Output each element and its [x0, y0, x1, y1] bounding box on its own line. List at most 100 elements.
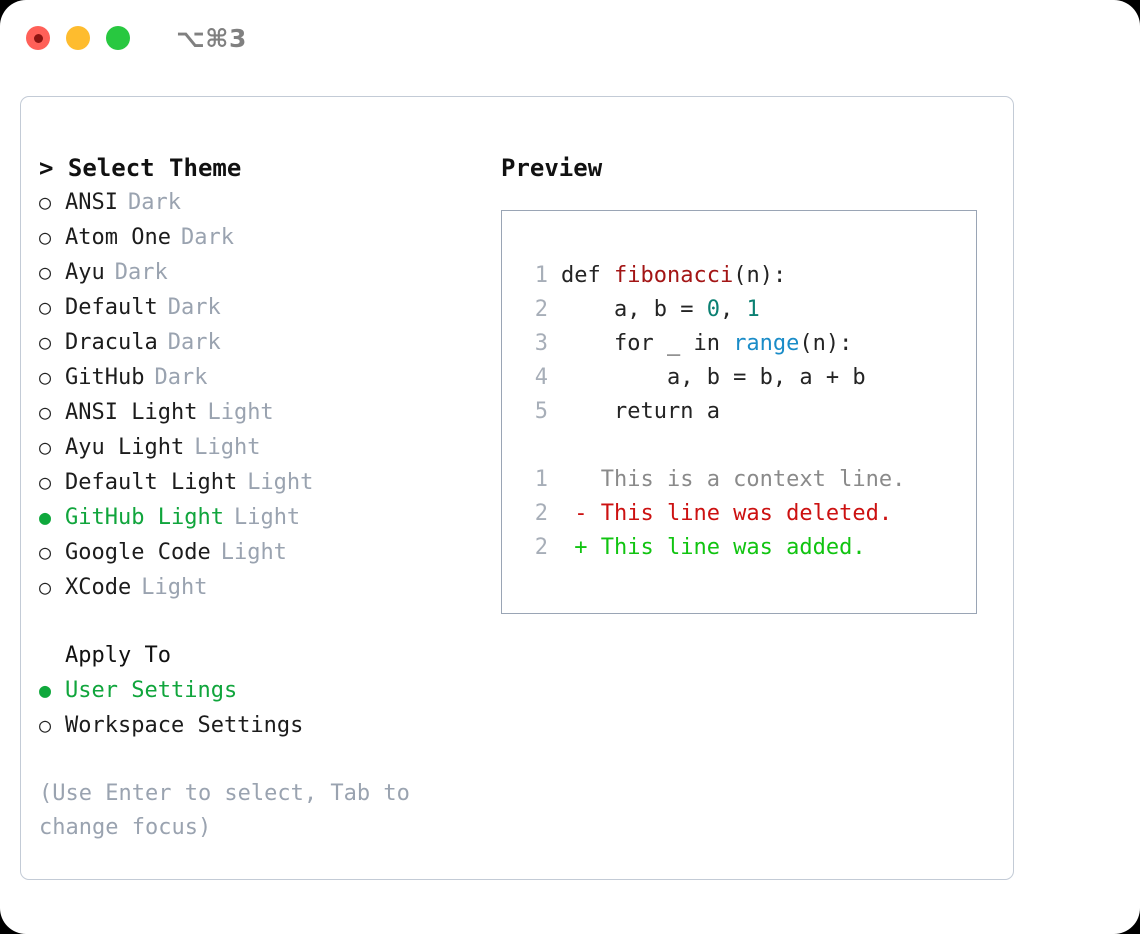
traffic-lights	[26, 26, 130, 50]
theme-list-item[interactable]: ● GitHub Light Light	[39, 500, 479, 535]
theme-name: GitHub Light	[65, 505, 224, 530]
theme-list-item[interactable]: ○ Ayu Dark	[39, 255, 479, 290]
radio-unselected-icon[interactable]: ○	[39, 225, 52, 249]
theme-list-item[interactable]: ○ ANSI Light Light	[39, 395, 479, 430]
apply-to-list[interactable]: ● User Settings ○Workspace Settings	[39, 673, 479, 743]
theme-variant-tag: Dark	[180, 225, 234, 250]
theme-variant-tag: Light	[220, 540, 287, 565]
theme-list-item[interactable]: ○ GitHub Dark	[39, 360, 479, 395]
code-token: a, b = b, a + b	[561, 365, 866, 390]
theme-name: ANSI Light	[65, 400, 198, 425]
radio-unselected-icon[interactable]: ○	[39, 295, 52, 319]
line-number: 5	[534, 399, 548, 424]
theme-name: ANSI	[65, 190, 118, 215]
theme-list-item[interactable]: ○ Atom One Dark	[39, 220, 479, 255]
theme-variant-tag: Dark	[154, 365, 208, 390]
code-token: for _ in	[561, 331, 734, 356]
code-line: 4 a, b = b, a + b	[522, 361, 976, 395]
theme-variant-tag: Light	[233, 505, 301, 530]
code-token: def	[561, 263, 614, 288]
diff-line: 1 This is a context line.	[522, 463, 976, 497]
theme-name: Ayu	[65, 260, 105, 285]
radio-selected-icon[interactable]: ●	[39, 505, 52, 529]
radio-unselected-icon[interactable]: ○	[39, 260, 52, 284]
theme-variant-tag: Light	[141, 575, 208, 600]
line-number: 1	[534, 467, 548, 492]
theme-variant-tag: Dark	[167, 330, 221, 355]
diff-line: 2 + This line was added.	[522, 531, 976, 565]
keyboard-shortcut-label: ⌥⌘3	[176, 23, 247, 53]
theme-variant-tag: Light	[207, 400, 274, 425]
theme-list-item[interactable]: ○ Default Dark	[39, 290, 479, 325]
theme-variant-tag: Dark	[167, 295, 221, 320]
radio-unselected-icon[interactable]: ○	[39, 435, 52, 459]
title-bar: ⌥⌘3	[0, 0, 1140, 76]
theme-name: Ayu Light	[65, 435, 185, 460]
radio-unselected-icon[interactable]: ○	[39, 470, 52, 494]
minimize-icon[interactable]	[66, 26, 90, 50]
code-token: fibonacci	[613, 263, 734, 288]
diff-sample: 1 This is a context line. 2 - This line w…	[522, 463, 976, 565]
theme-name: Atom One	[65, 225, 171, 250]
radio-unselected-icon[interactable]: ○	[39, 540, 52, 564]
line-number: 1	[534, 263, 548, 288]
theme-variant-tag: Dark	[114, 260, 168, 285]
theme-name: Dracula	[65, 330, 158, 355]
theme-name: Default Light	[65, 470, 238, 495]
theme-variant-tag: Dark	[127, 190, 181, 215]
code-token: (n):	[733, 263, 787, 288]
radio-unselected-icon[interactable]: ○	[39, 713, 52, 737]
theme-list-item[interactable]: ○ ANSI Dark	[39, 185, 479, 220]
apply-to-label: User Settings	[65, 678, 238, 703]
code-line: 3 for _ in range(n):	[522, 327, 976, 361]
code-diff-gap	[522, 429, 976, 463]
apply-to-title: Apply To	[65, 643, 171, 668]
line-number: 4	[534, 365, 548, 390]
code-token: - This line was deleted.	[561, 501, 893, 526]
radio-unselected-icon[interactable]: ○	[39, 575, 52, 599]
radio-unselected-icon[interactable]: ○	[39, 365, 52, 389]
code-token: 0	[706, 297, 720, 322]
list-spacer	[39, 605, 479, 639]
apply-to-item[interactable]: ● User Settings	[39, 673, 479, 708]
code-token: range	[733, 331, 800, 356]
line-number: 2	[534, 297, 548, 322]
code-token: (n):	[799, 331, 853, 356]
maximize-icon[interactable]	[106, 26, 130, 50]
hint-spacer	[39, 743, 479, 777]
theme-name: Google Code	[65, 540, 211, 565]
code-token: 1	[746, 297, 760, 322]
theme-list-item[interactable]: ○ XCode Light	[39, 570, 479, 605]
radio-selected-icon[interactable]: ●	[39, 678, 52, 702]
keyboard-hint: (Use Enter to select, Tab to change focu…	[39, 781, 424, 840]
code-token: a, b =	[561, 297, 707, 322]
close-icon[interactable]	[26, 26, 50, 50]
radio-unselected-icon[interactable]: ○	[39, 330, 52, 354]
code-line: 1 def fibonacci(n):	[522, 259, 976, 293]
page-title: > Select Theme	[39, 154, 242, 182]
theme-name: Default	[65, 295, 158, 320]
theme-name: GitHub	[65, 365, 145, 390]
theme-name: XCode	[65, 575, 132, 600]
line-number: 2	[534, 501, 548, 526]
apply-to-item[interactable]: ○Workspace Settings	[39, 708, 479, 743]
preview-title: Preview	[501, 154, 603, 182]
radio-unselected-icon[interactable]: ○	[39, 190, 52, 214]
radio-unselected-icon[interactable]: ○	[39, 400, 52, 424]
theme-list-item[interactable]: ○ Google Code Light	[39, 535, 479, 570]
code-token: ,	[719, 297, 747, 322]
line-number: 3	[534, 331, 548, 356]
code-line: 2 a, b = 0, 1	[522, 293, 976, 327]
code-line: 5 return a	[522, 395, 976, 429]
theme-list-item[interactable]: ○ Dracula Dark	[39, 325, 479, 360]
line-number: 2	[534, 535, 548, 560]
code-token: This is a context line.	[561, 467, 906, 492]
